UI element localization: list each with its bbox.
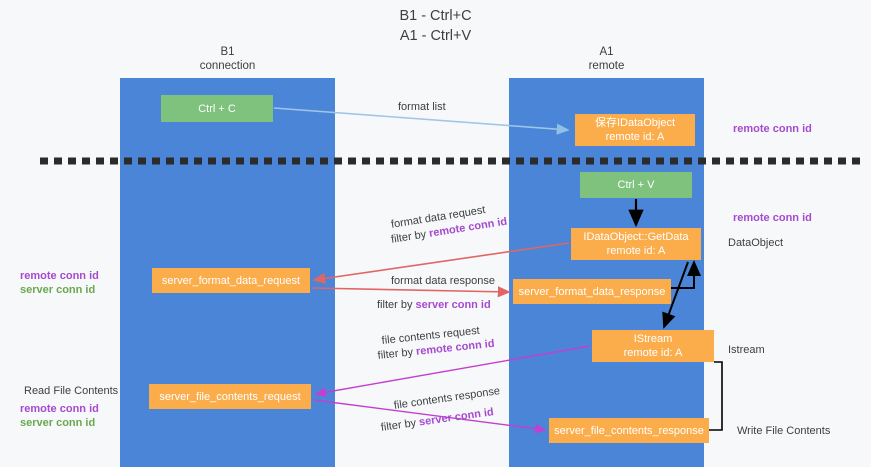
edge-response-to-istream — [709, 361, 723, 431]
filter-key-server-conn-id-1: server conn id — [415, 299, 491, 311]
node-idataobject-getdata[interactable]: IDataObject::GetData remote id: A — [571, 228, 701, 260]
lane-heading-a1: A1 remote — [588, 46, 625, 72]
edge-label-format-data-response-filter: filter by server conn id — [377, 298, 491, 313]
edge-label-format-data-response: format data response — [391, 275, 495, 287]
left-label-server-conn-id-low: server conn id — [20, 417, 96, 429]
filter-prefix-3: filter by — [377, 345, 417, 362]
node-server-file-contents-response[interactable]: server_file_contents_response — [549, 418, 709, 443]
right-label-istream: Istream — [728, 344, 765, 356]
left-label-server-conn-id-mid: server conn id — [20, 284, 96, 296]
node-server-file-contents-request[interactable]: server_file_contents_request — [149, 384, 311, 409]
node-idataobject[interactable]: 保存IDataObject remote id: A — [575, 114, 695, 146]
edge-label-format-list: format list — [398, 101, 446, 113]
lane-heading-b1: B1 connection — [199, 46, 256, 72]
node-server-format-data-response[interactable]: server_format_data_response — [513, 279, 671, 304]
right-label-write-file-contents: Write File Contents — [737, 425, 831, 437]
right-label-dataobject: DataObject — [728, 237, 784, 249]
node-ctrl-v[interactable]: Ctrl + V — [580, 172, 692, 198]
left-label-remote-conn-id-low: remote conn id — [20, 403, 99, 415]
left-label-remote-conn-id-mid: remote conn id — [20, 270, 99, 282]
filter-prefix-2: filter by — [377, 299, 416, 311]
node-istream[interactable]: IStream remote id: A — [592, 330, 714, 362]
right-label-remote-conn-id-mid: remote conn id — [733, 212, 812, 224]
left-label-read-file-contents: Read File Contents — [24, 385, 119, 397]
page-title: B1 - Ctrl+C A1 - Ctrl+V — [399, 8, 472, 44]
node-server-format-data-request[interactable]: server_format_data_request — [152, 268, 310, 293]
filter-prefix-4: filter by — [380, 416, 420, 434]
filter-key-server-conn-id-2: server conn id — [418, 406, 495, 429]
node-ctrl-c[interactable]: Ctrl + C — [161, 95, 273, 122]
right-label-remote-conn-id-top: remote conn id — [733, 123, 812, 135]
